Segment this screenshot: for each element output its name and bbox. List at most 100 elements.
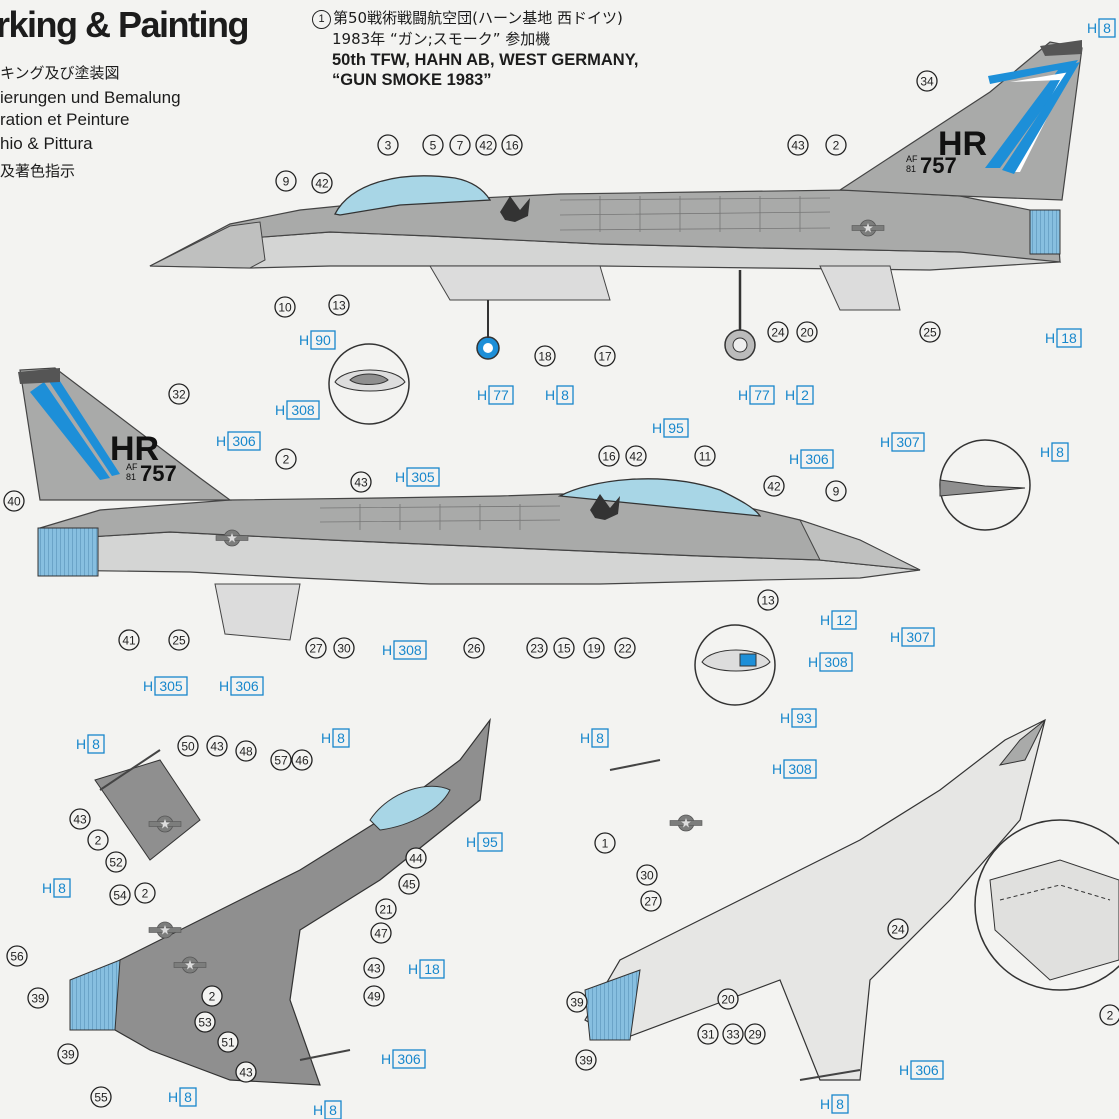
callout-number: 39 [27, 987, 49, 1009]
callout-number: 20 [717, 988, 739, 1010]
callout-h-text: 306 [397, 1051, 421, 1067]
callout-number: 46 [291, 749, 313, 771]
callout-number-text: 55 [94, 1091, 108, 1105]
callout-number-text: 40 [7, 495, 21, 509]
callout-number-text: 48 [239, 745, 253, 759]
svg-text:H: H [890, 629, 900, 645]
callout-number: 32 [168, 383, 190, 405]
svg-text:H: H [381, 1051, 391, 1067]
callout-number-text: 25 [923, 326, 937, 340]
detail-circle-pitot [939, 439, 1031, 531]
callout-number: 53 [194, 1011, 216, 1033]
callout-number-text: 22 [618, 642, 632, 656]
subtitle-german: ierungen und Bemalung [0, 88, 181, 107]
callout-number: 25 [168, 629, 190, 651]
callout-number-text: 42 [767, 480, 781, 494]
callout-number-text: 11 [699, 450, 712, 464]
caption-en-line1: 50th TFW, HAHN AB, WEST GERMANY, [332, 50, 639, 69]
callout-number: 57 [270, 749, 292, 771]
callout-number: 43 [787, 134, 809, 156]
callout-number-text: 31 [701, 1028, 715, 1042]
svg-text:H: H [772, 761, 782, 777]
canopy-side-left [334, 175, 492, 216]
eagle-emblem-icon [500, 196, 530, 222]
bottom-view [584, 718, 1046, 1081]
callout-number-text: 33 [726, 1028, 740, 1042]
callout-number: 50 [177, 735, 199, 757]
callout-number-text: 26 [467, 642, 481, 656]
callout-number: 11 [694, 445, 716, 467]
callout-number-text: 20 [721, 993, 735, 1007]
callout-number: 18 [534, 345, 556, 367]
callout-h-text: 308 [398, 642, 422, 658]
callout-number-text: 42 [315, 177, 329, 191]
callout-number: 2 [87, 829, 109, 851]
svg-text:H: H [219, 678, 229, 694]
callout-number: 43 [363, 957, 385, 979]
callout-h-text: 306 [232, 433, 256, 449]
callout-number-text: 7 [457, 139, 464, 153]
svg-text:H: H [1087, 20, 1097, 36]
callout-number: 7 [449, 134, 471, 156]
callout-h-text: 2 [801, 387, 809, 403]
callout-h-text: 307 [906, 629, 930, 645]
callout-number: 25 [919, 321, 941, 343]
callout-number: 34 [916, 70, 938, 92]
svg-text:H: H [820, 1096, 830, 1112]
callout-number: 52 [105, 851, 127, 873]
callout-number: 45 [398, 873, 420, 895]
callout-number: 27 [305, 637, 327, 659]
svg-text:H: H [408, 961, 418, 977]
svg-text:H: H [299, 332, 309, 348]
canopy-top [369, 785, 451, 831]
callout-number-text: 30 [640, 869, 654, 883]
callout-number: 9 [825, 480, 847, 502]
callout-number-text: 2 [95, 834, 102, 848]
callout-number: 16 [501, 134, 523, 156]
callout-h-text: 90 [315, 332, 331, 348]
callout-h-text: 8 [58, 880, 66, 896]
tail-code-left: HR [938, 125, 987, 163]
callout-number-text: 43 [354, 476, 368, 490]
callout-h-text: 8 [836, 1096, 844, 1112]
svg-text:H: H [143, 678, 153, 694]
callout-number-text: 44 [409, 852, 423, 866]
callout-number: 51 [217, 1031, 239, 1053]
callout-number-text: 2 [283, 453, 290, 467]
callout-h-text: 12 [836, 612, 852, 628]
callout-h-text: 93 [796, 710, 812, 726]
callout-number-text: 5 [430, 139, 437, 153]
callout-number-text: 13 [332, 299, 346, 313]
callout-number: 13 [328, 294, 350, 316]
tail-code-right: HR [110, 430, 159, 468]
svg-text:H: H [808, 654, 818, 670]
callout-number: 39 [575, 1049, 597, 1071]
callout-number: 10 [274, 296, 296, 318]
callout-number-text: 49 [367, 990, 381, 1004]
callout-h-text: 77 [493, 387, 509, 403]
callout-number-text: 16 [505, 139, 519, 153]
svg-text:H: H [42, 880, 52, 896]
callout-number-text: 10 [278, 301, 292, 315]
callout-number: 56 [6, 945, 28, 967]
svg-text:H: H [780, 710, 790, 726]
callout-number-text: 52 [109, 856, 123, 870]
callout-number-text: 2 [833, 139, 840, 153]
callout-number: 30 [333, 637, 355, 659]
subtitle-italian: hio & Pittura [0, 134, 93, 153]
